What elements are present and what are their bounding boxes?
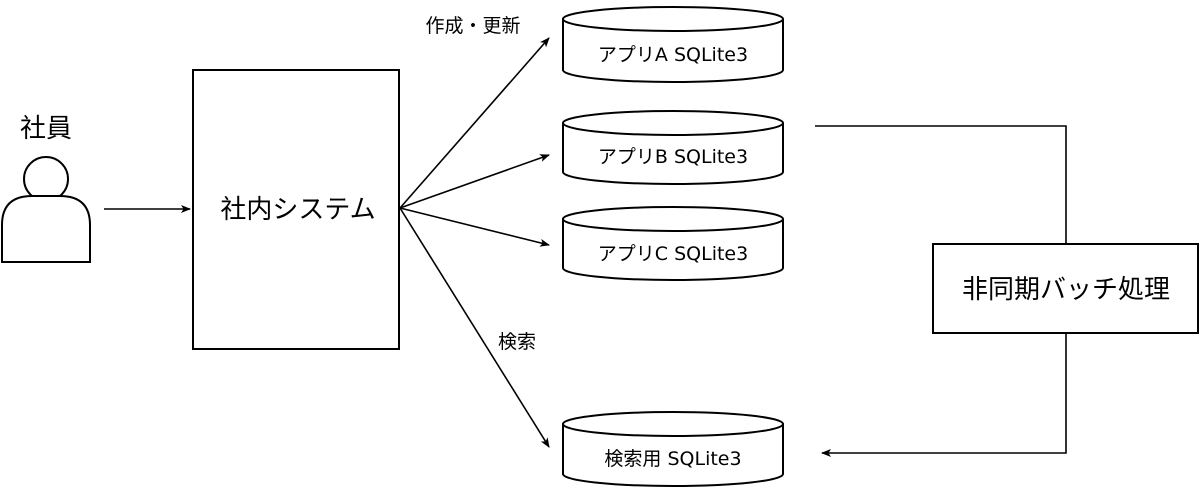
write-arrow-app-c [399,207,550,247]
write-arrow-app-b [399,154,550,209]
batch-output-arrow [821,333,1067,457]
write-arrow-app-a [399,37,550,209]
database-label: アプリA SQLite3 [598,44,748,66]
batch-label: 非同期バッチ処理 [962,275,1170,305]
batch-box: 非同期バッチ処理 [932,243,1199,334]
actor-label: 社員 [20,114,72,144]
database-app-b: アプリB SQLite3 [562,110,784,185]
person-icon [0,156,91,263]
database-search: 検索用 SQLite3 [562,411,784,487]
system-box: 社内システム [192,69,400,350]
search-arrow [399,207,550,448]
database-app-a: アプリA SQLite3 [562,6,784,83]
database-label: アプリB SQLite3 [598,146,748,168]
search-edge-label: 検索 [498,331,536,353]
database-label: 検索用 SQLite3 [604,448,741,470]
system-label: 社内システム [220,195,375,225]
batch-input-line [815,125,1067,244]
write-edge-label: 作成・更新 [425,15,520,37]
database-label: アプリC SQLite3 [598,243,748,265]
database-app-c: アプリC SQLite3 [562,206,784,281]
